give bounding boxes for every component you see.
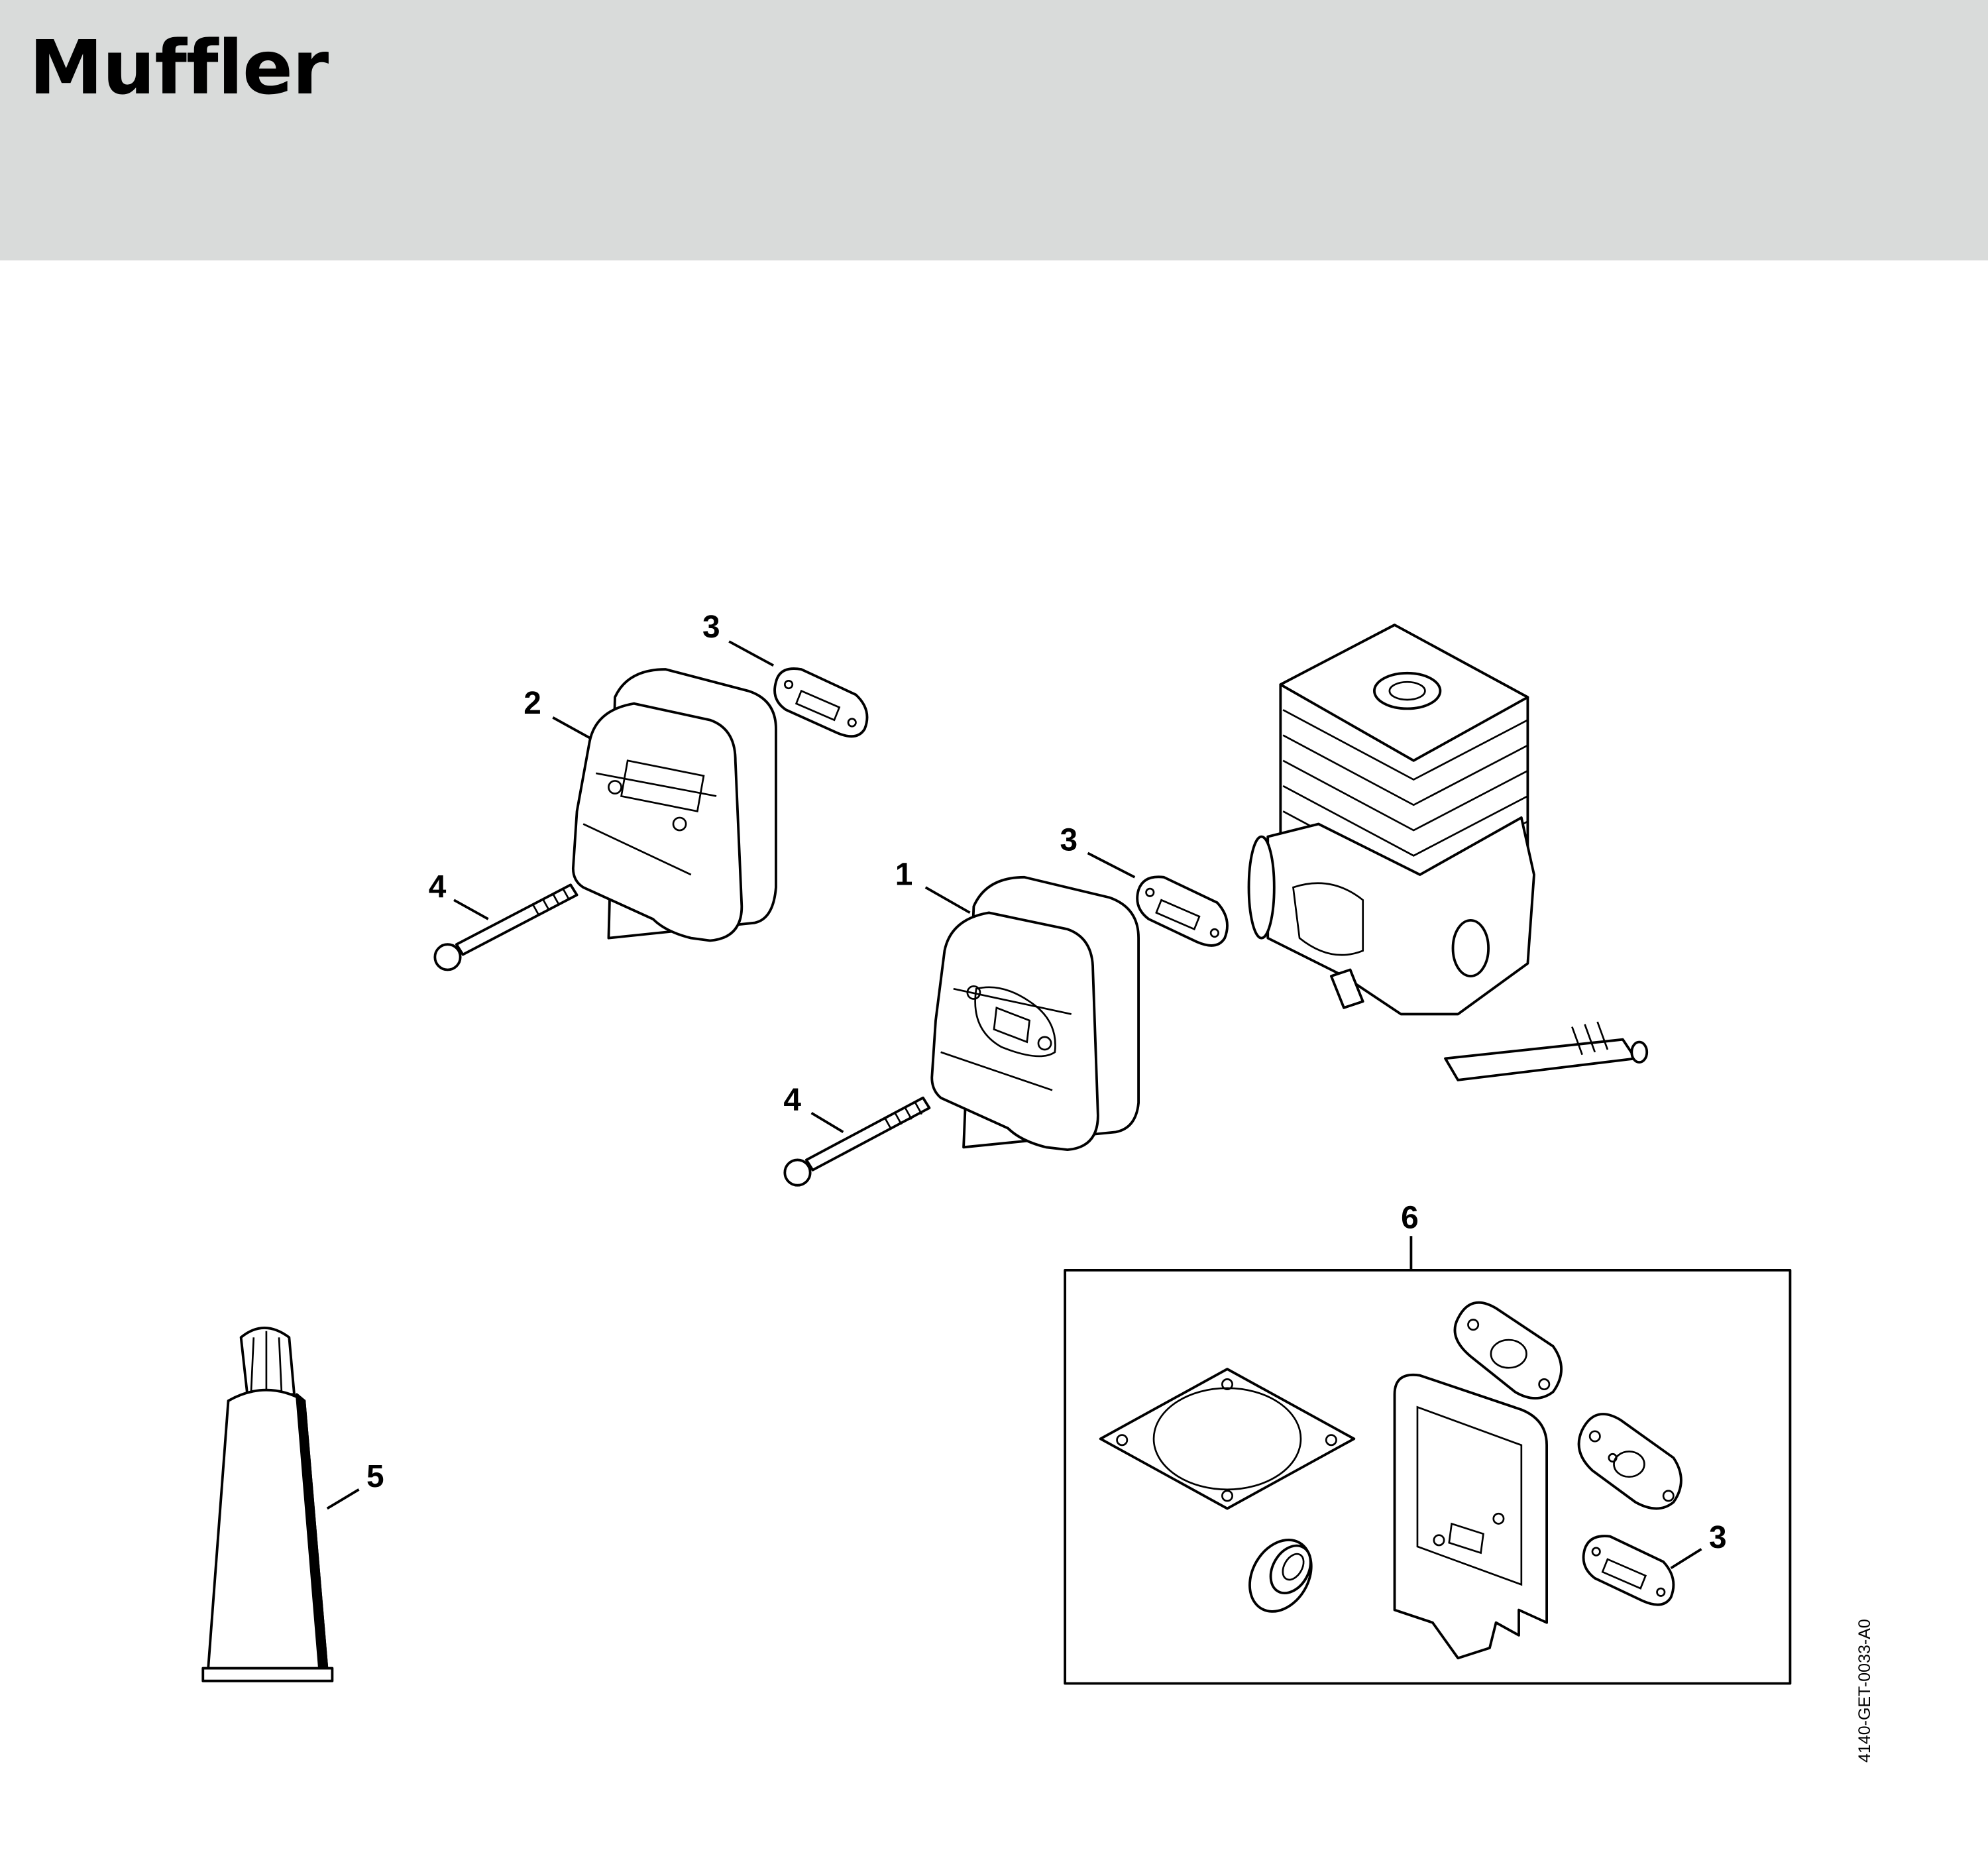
header-bar: Muffler bbox=[0, 0, 1988, 260]
gasket-3-middle[interactable] bbox=[1136, 875, 1229, 947]
callout-5: 5 bbox=[366, 1459, 384, 1494]
callout-4: 4 bbox=[783, 1083, 801, 1118]
cylinder-gasket bbox=[1099, 1368, 1356, 1510]
page-title: Muffler bbox=[29, 25, 329, 111]
callout-6: 6 bbox=[1401, 1201, 1419, 1236]
callout-1: 1 bbox=[895, 857, 913, 892]
gasket-3-kit[interactable] bbox=[1582, 1535, 1675, 1606]
callout-3: 3 bbox=[1060, 823, 1077, 858]
muffler-cover-2[interactable] bbox=[571, 668, 777, 942]
callout-3: 3 bbox=[702, 610, 720, 645]
muffler-plate-gasket bbox=[1393, 1373, 1549, 1660]
screw-4-lower[interactable] bbox=[783, 1096, 931, 1187]
callout-3: 3 bbox=[1709, 1520, 1727, 1555]
screw-4-upper[interactable] bbox=[433, 883, 579, 971]
carb-gasket-lower bbox=[1577, 1413, 1683, 1510]
engine-assembly bbox=[1247, 624, 1649, 1081]
callout-4: 4 bbox=[429, 869, 447, 905]
shaft-seal bbox=[1248, 1539, 1313, 1613]
grease-tube-5[interactable] bbox=[201, 1327, 334, 1682]
callout-2: 2 bbox=[524, 686, 541, 721]
drawing-code: 4140-GET-0033-A0 bbox=[1855, 1619, 1874, 1763]
muffler-1[interactable] bbox=[930, 875, 1140, 1152]
carb-gasket-upper bbox=[1453, 1301, 1563, 1400]
gasket-3-upper[interactable] bbox=[773, 667, 869, 738]
